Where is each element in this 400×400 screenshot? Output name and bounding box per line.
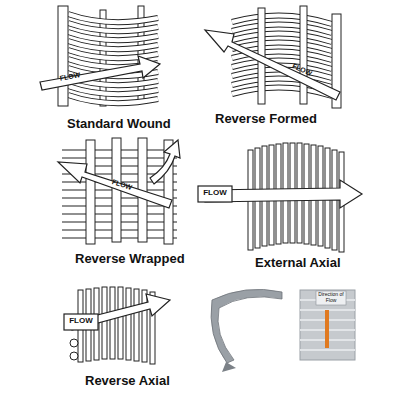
support-rod [86, 140, 95, 244]
axial-bar [102, 287, 107, 359]
curved-screen [211, 289, 282, 363]
flow-arrow [150, 140, 180, 184]
wedge-wire [68, 14, 158, 22]
axial-bar [134, 289, 139, 361]
axial-bar [126, 288, 131, 360]
wedge-wire [68, 41, 158, 49]
support-rod [300, 6, 307, 104]
slot-line [300, 349, 355, 351]
wedge-wire [68, 86, 158, 94]
axial-bar [142, 290, 147, 362]
type-caption: Reverse Axial [85, 374, 215, 388]
arrow-label: FLOW [198, 189, 232, 198]
screen-photo [300, 290, 355, 360]
direction-bar [325, 310, 329, 348]
type-caption: External Axial [255, 256, 385, 270]
screen-foot [222, 362, 236, 372]
axial-bar [118, 287, 123, 359]
support-rod [70, 339, 78, 347]
wedge-wire [68, 32, 158, 40]
flow-tag [198, 186, 232, 202]
axial-bar [110, 287, 115, 359]
arrow-label: FLOW [64, 317, 98, 326]
arrow-label: FLOW [52, 70, 89, 84]
type-caption: Reverse Formed [215, 112, 345, 126]
wedge-wire [68, 95, 158, 103]
arrow-label: FLOW [104, 176, 141, 194]
direction-note: Direction of Flow [317, 292, 345, 303]
flow-arrow [205, 30, 340, 100]
arrow-label: FLOW [284, 59, 320, 81]
type-caption: Standard Wound [67, 117, 197, 131]
support-rod [70, 352, 78, 360]
wedge-wire [68, 23, 158, 31]
wedge-wire [68, 50, 158, 58]
flow-arrow [40, 56, 160, 90]
type-caption: Reverse Wrapped [75, 252, 210, 266]
direction-tag [316, 291, 346, 305]
frame-bar [58, 6, 68, 106]
flow-arrow [58, 162, 172, 208]
flow-tag [64, 314, 98, 330]
